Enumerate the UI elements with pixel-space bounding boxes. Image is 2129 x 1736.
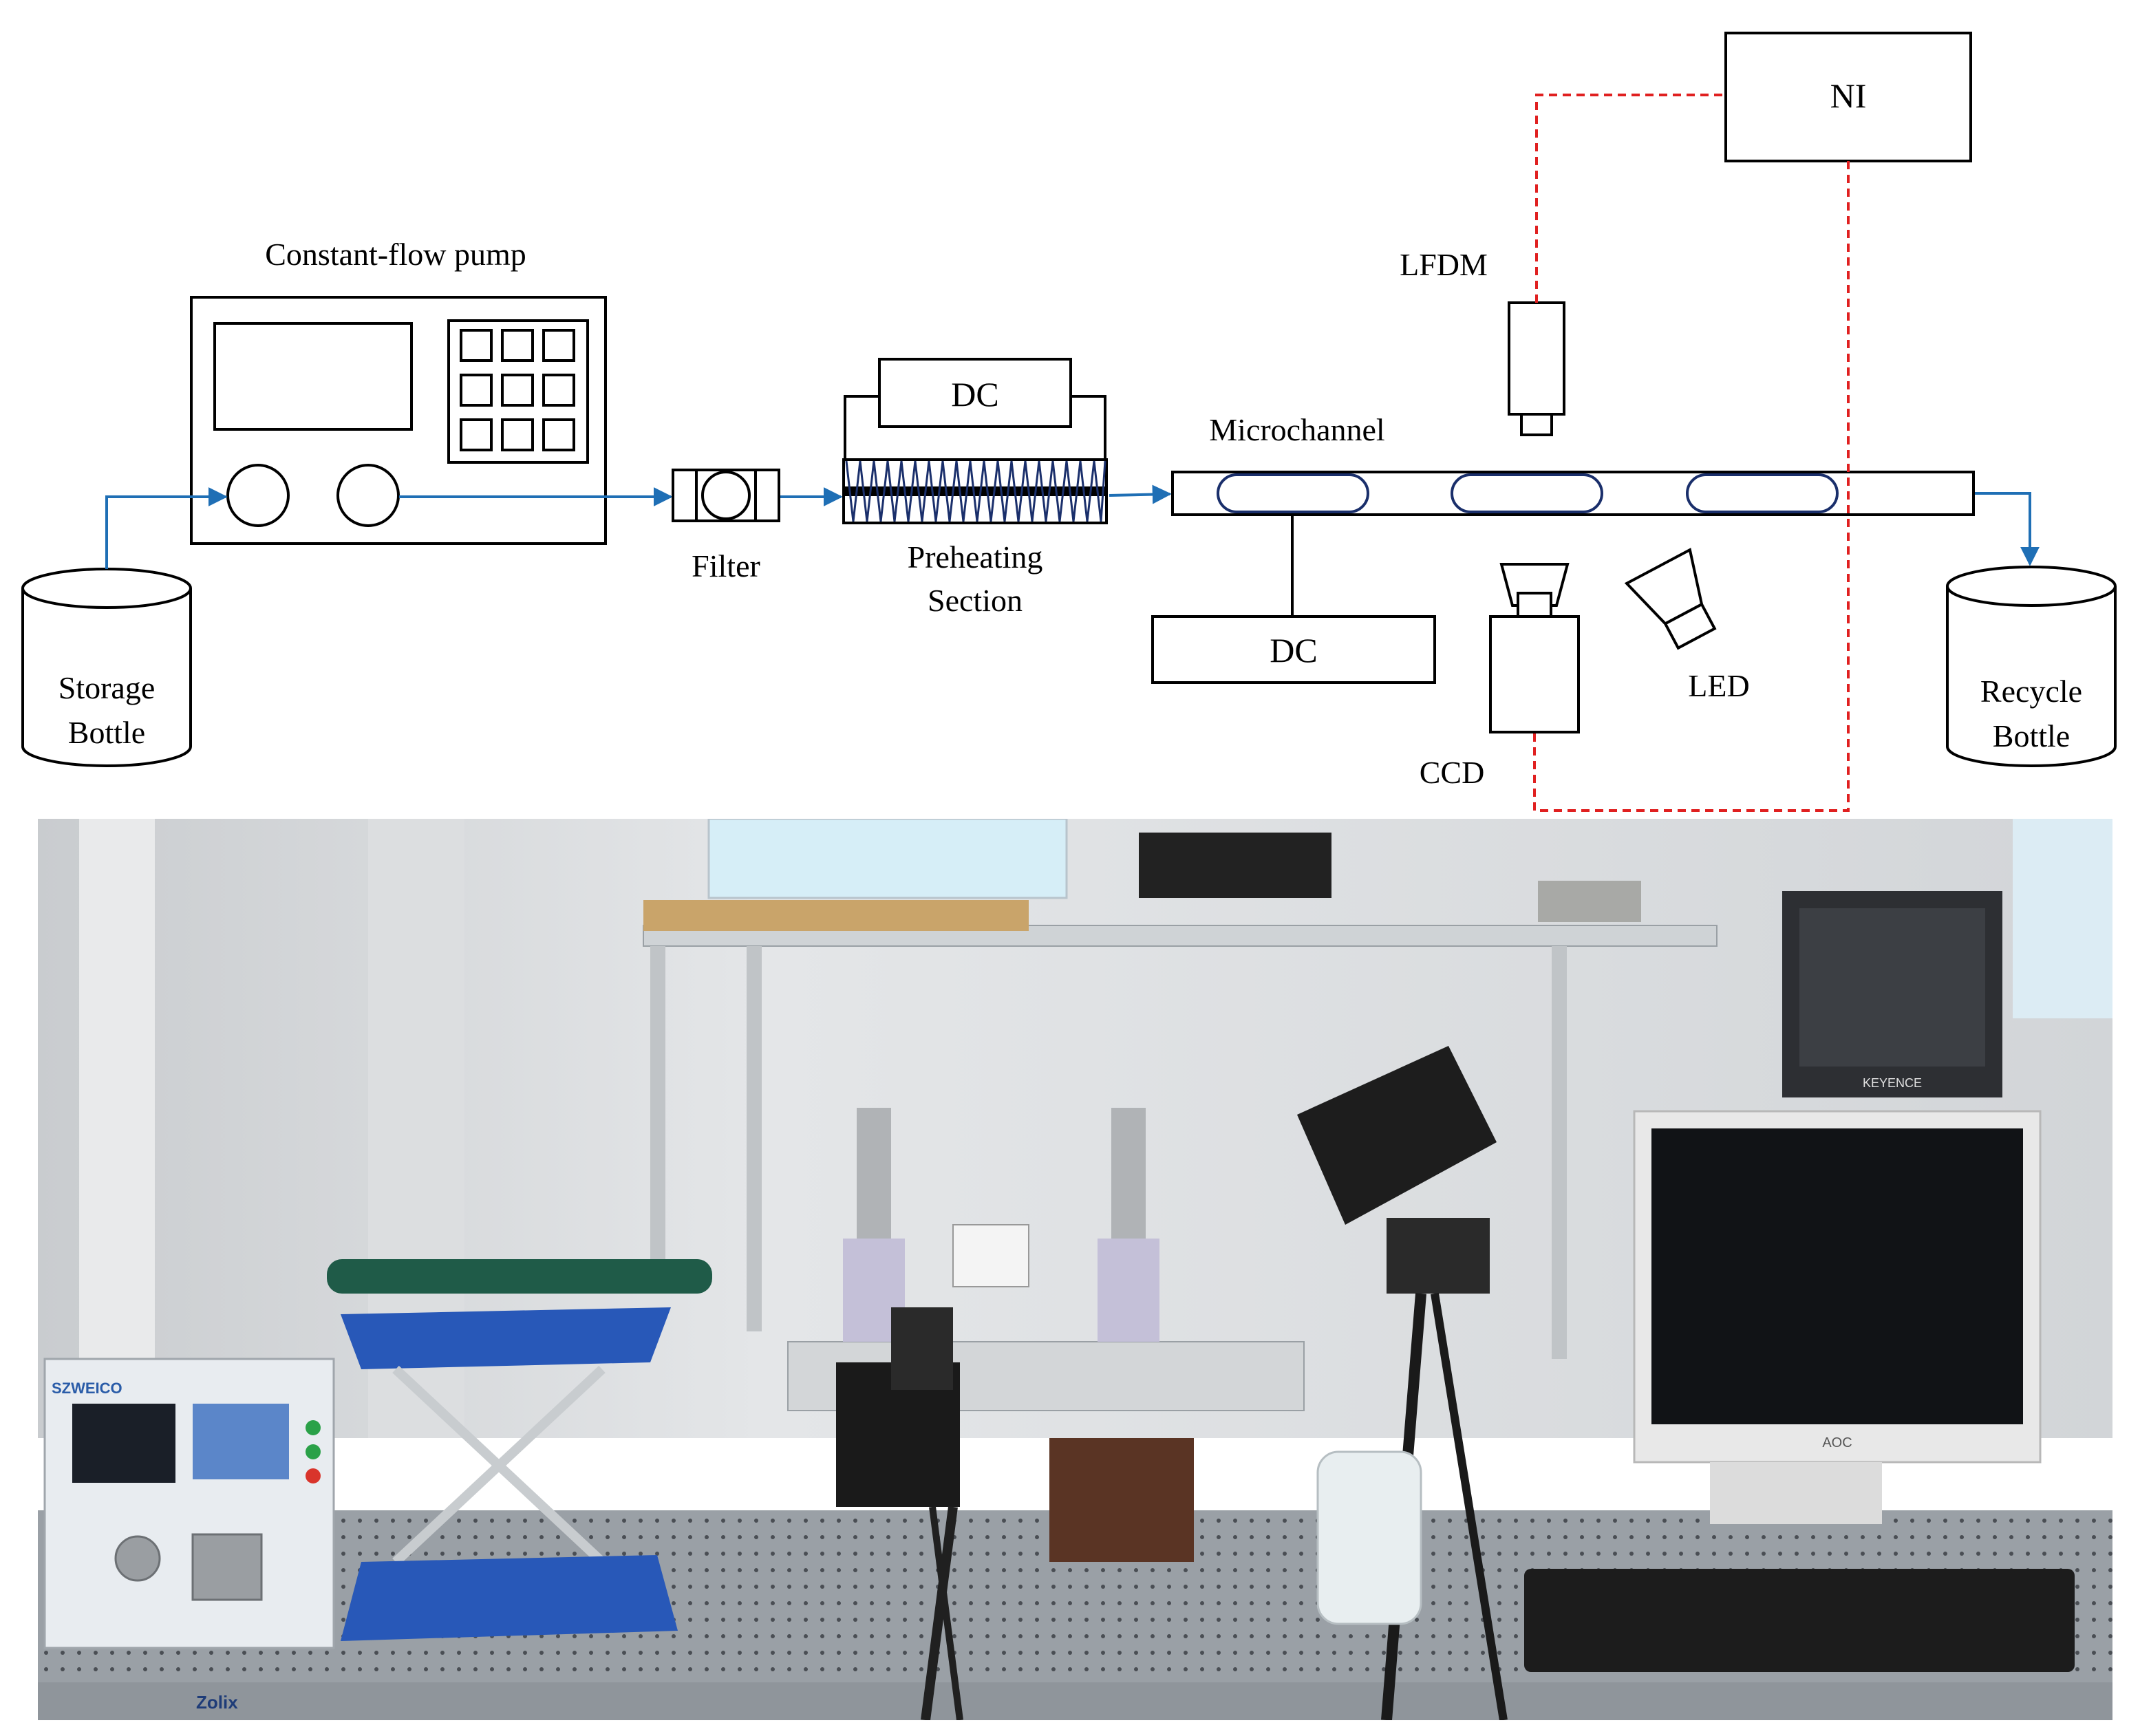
- filter: Filter: [672, 469, 780, 583]
- flow-microchannel-to-recycle: [1973, 492, 2040, 566]
- storage-bottle-label-2: Bottle: [68, 715, 145, 750]
- overhead-rack: [643, 833, 1718, 1359]
- ccd-camera: CCD: [1420, 563, 1580, 790]
- wall-poster-left: [707, 819, 1068, 899]
- flow-preheater-to-microchannel: [1109, 484, 1172, 504]
- pump-brand: SZWEICO: [52, 1380, 122, 1397]
- signal-lines: [1533, 94, 1850, 812]
- photo-glass-bottle: [1316, 1450, 1422, 1625]
- preheating-label-1: Preheating: [908, 539, 1043, 575]
- microchannel-label: Microchannel: [1209, 412, 1384, 447]
- bubble-1: [1217, 473, 1369, 513]
- table-brand: Zolix: [196, 1692, 238, 1713]
- preheating-section: DC Preheating Section: [842, 358, 1108, 618]
- schematic-diagram: Constant-flow pump Storage Bottle Filter: [21, 32, 2117, 812]
- pump-display: [213, 322, 413, 431]
- photo-keyboard: [1524, 1569, 2075, 1672]
- lfdm-sensor: LFDM: [1400, 247, 1565, 436]
- bubble-3: [1686, 473, 1839, 513]
- recycle-bottle: Recycle Bottle: [1946, 566, 2117, 767]
- heating-coil: [845, 460, 1106, 522]
- pump-keypad-keys: [460, 329, 575, 451]
- storage-bottle: Storage Bottle: [21, 568, 192, 767]
- photo-touchscreen: KEYENCE: [1782, 891, 2002, 1097]
- storage-bottle-label-1: Storage: [58, 670, 156, 705]
- pump-label: Constant-flow pump: [265, 237, 526, 272]
- monitor-brand: AOC: [1822, 1435, 1852, 1450]
- photo-camera: [836, 1307, 963, 1720]
- signal-lfdm-to-ni: [1535, 94, 1726, 303]
- experimental-setup-photo: Zolix SZWEICO: [38, 819, 2112, 1720]
- optical-table-edge: [38, 1682, 2112, 1720]
- microchannel: Microchannel DC: [1151, 412, 1975, 684]
- pump-inlet-port: [226, 464, 290, 527]
- signal-ni-to-ccd: [1533, 161, 1850, 812]
- photo-monitor: AOC: [1633, 1110, 2042, 1524]
- recycle-bottle-label-2: Bottle: [1993, 718, 2070, 753]
- flow-lines: [105, 484, 2040, 569]
- dc-supply-bottom: [1151, 615, 1436, 684]
- wall-poster-right: [2013, 819, 2112, 1018]
- recycle-bottle-label-1: Recycle: [1980, 674, 2082, 709]
- dc-bottom-label: DC: [1270, 631, 1317, 669]
- ccd-label: CCD: [1420, 755, 1485, 790]
- touchscreen-brand: KEYENCE: [1863, 1076, 1922, 1090]
- dc-supply-top: [878, 358, 1072, 428]
- constant-flow-pump: Constant-flow pump: [190, 237, 607, 545]
- led-label: LED: [1688, 668, 1749, 703]
- filter-label: Filter: [692, 548, 760, 583]
- dc-top-label: DC: [951, 375, 998, 414]
- preheating-label-2: Section: [928, 583, 1023, 618]
- ni-acquisition: NI: [1724, 32, 1972, 162]
- pump-outlet-port: [336, 464, 400, 527]
- flow-storage-to-pump: [105, 487, 228, 569]
- bubble-2: [1451, 473, 1603, 513]
- photo-preheating-tube: [327, 1259, 712, 1294]
- led-light: LED: [1624, 548, 1750, 703]
- photo-pump: SZWEICO: [43, 1358, 335, 1649]
- photo-lab-jack: [341, 1307, 678, 1641]
- ni-label: NI: [1830, 76, 1867, 115]
- lfdm-label: LFDM: [1400, 247, 1488, 282]
